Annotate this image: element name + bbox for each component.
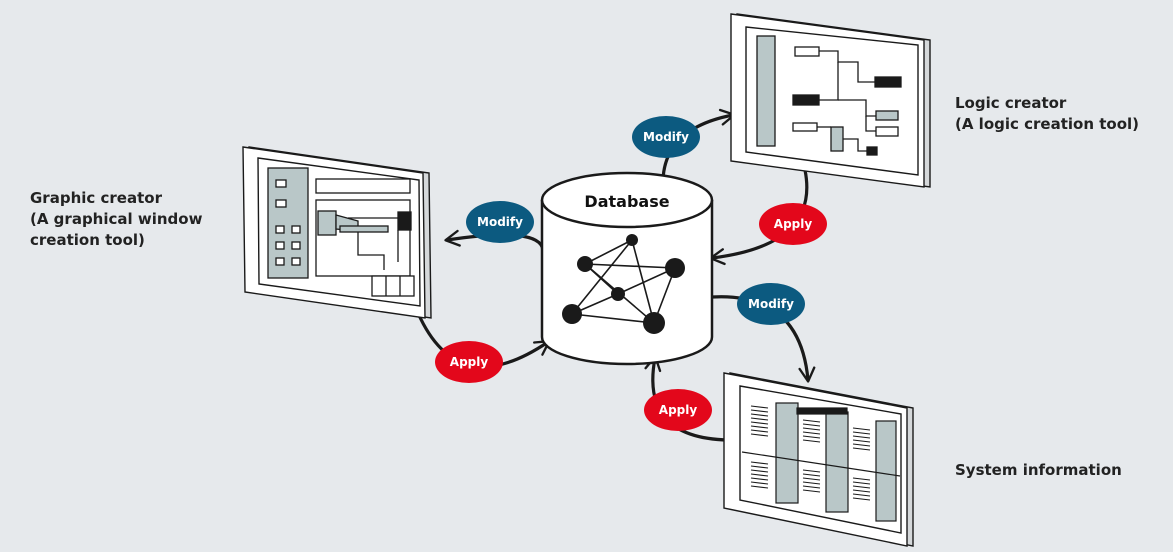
modify-badge-system-label: Modify xyxy=(748,297,794,311)
database-cylinder: Database xyxy=(540,171,714,366)
logic-flow-illustration xyxy=(756,35,902,156)
modify-badge-logic-label: Modify xyxy=(643,130,689,144)
text-lines xyxy=(750,405,871,501)
system-information-title: System information xyxy=(955,461,1122,479)
graphic-creator-desc-line1: (A graphical window xyxy=(30,210,203,228)
logic-creator-caption: Logic creator (A logic creation tool) xyxy=(955,93,1139,135)
apply-badge-system-label: Apply xyxy=(659,403,698,417)
modify-badge-graphic-label: Modify xyxy=(477,215,523,229)
modify-badge-logic: Modify xyxy=(632,116,700,158)
modify-badge-system: Modify xyxy=(737,283,805,325)
apply-badge-logic-label: Apply xyxy=(774,217,813,231)
apply-badge-graphic-label: Apply xyxy=(450,355,489,369)
graphic-creator-title: Graphic creator xyxy=(30,189,162,207)
logic-creator-desc: (A logic creation tool) xyxy=(955,115,1140,133)
graphic-creator-monitor xyxy=(242,146,432,319)
graphic-creator-desc-line2: creation tool) xyxy=(30,231,145,249)
graphic-creator-caption: Graphic creator (A graphical window crea… xyxy=(30,188,202,251)
data-columns-illustration xyxy=(741,402,901,522)
database-label: Database xyxy=(584,192,669,211)
modify-badge-graphic: Modify xyxy=(466,201,534,243)
system-information-monitor xyxy=(723,372,914,547)
network-graph-icon xyxy=(562,234,685,334)
window-layout-illustration xyxy=(267,167,415,297)
apply-badge-graphic: Apply xyxy=(435,341,503,383)
logic-creator-title: Logic creator xyxy=(955,94,1067,112)
apply-badge-system: Apply xyxy=(644,389,712,431)
system-information-caption: System information xyxy=(955,460,1122,481)
apply-badge-logic: Apply xyxy=(759,203,827,245)
logic-creator-monitor xyxy=(730,13,931,188)
